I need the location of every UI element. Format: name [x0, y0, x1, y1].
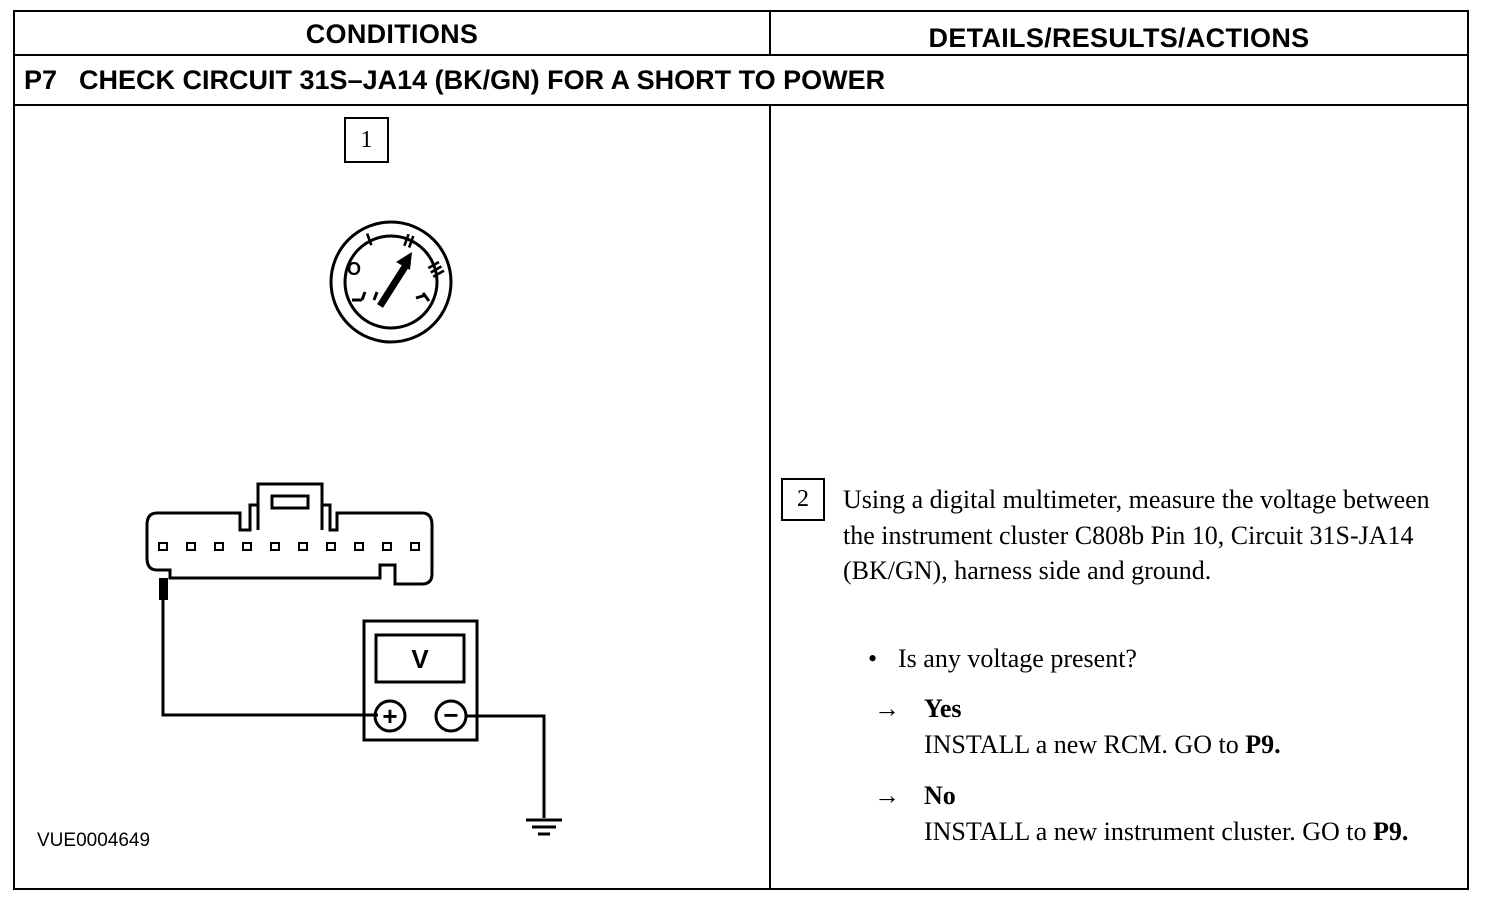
no-action-text: INSTALL a new instrument cluster. GO to — [924, 816, 1373, 846]
multimeter-icon — [362, 619, 479, 742]
yes-action-text: INSTALL a new RCM. GO to — [924, 729, 1246, 759]
header-column-divider — [769, 10, 771, 56]
positive-lead — [161, 600, 378, 717]
ground-icon — [526, 818, 562, 836]
answer-yes: Yes — [924, 694, 962, 723]
step1-box: 1 — [344, 117, 389, 163]
details-header: DETAILS/RESULTS/ACTIONS — [928, 22, 1310, 53]
body-column-divider — [769, 104, 771, 890]
bullet-icon: • — [868, 644, 878, 673]
step2-box: 2 — [781, 478, 825, 521]
header-divider — [13, 54, 1469, 56]
conditions-header: CONDITIONS — [305, 18, 479, 49]
ignition-switch-icon — [329, 220, 453, 344]
negative-lead — [466, 714, 546, 818]
step-number: P7 — [24, 64, 58, 95]
title-divider — [13, 104, 1469, 106]
yes-goto-link[interactable]: P9. — [1245, 729, 1281, 759]
result-no: → No INSTALL a new instrument cluster. G… — [874, 778, 1459, 849]
ignition-pos-0: O — [347, 259, 361, 279]
arrow-icon: → — [874, 781, 900, 810]
arrow-icon: → — [874, 694, 900, 723]
figure-id: VUE0004649 — [37, 830, 151, 851]
step-title: CHECK CIRCUIT 31S–JA14 (BK/GN) FOR A SHO… — [79, 64, 886, 95]
connector-c808b-icon — [145, 482, 434, 586]
result-yes: → Yes INSTALL a new RCM. GO to P9. — [874, 691, 1281, 762]
step-title-row: P7 CHECK CIRCUIT 31S–JA14 (BK/GN) FOR A … — [24, 58, 885, 102]
connector-pins — [158, 542, 420, 551]
meter-label: V — [411, 644, 429, 674]
ignition-pos-3: III — [424, 258, 449, 281]
question-bullet: • Is any voltage present? — [868, 641, 1137, 676]
table-frame — [13, 10, 1469, 890]
answer-no: No — [924, 781, 956, 810]
probe-tip — [159, 578, 168, 600]
ignition-pos-1: I — [364, 229, 376, 250]
minus-terminal: − — [443, 700, 458, 730]
instruction-text: Using a digital multimeter, measure the … — [843, 485, 1430, 585]
plus-terminal: + — [382, 701, 397, 731]
question-text: Is any voltage present? — [898, 644, 1137, 673]
no-goto-link[interactable]: P9. — [1372, 816, 1409, 846]
